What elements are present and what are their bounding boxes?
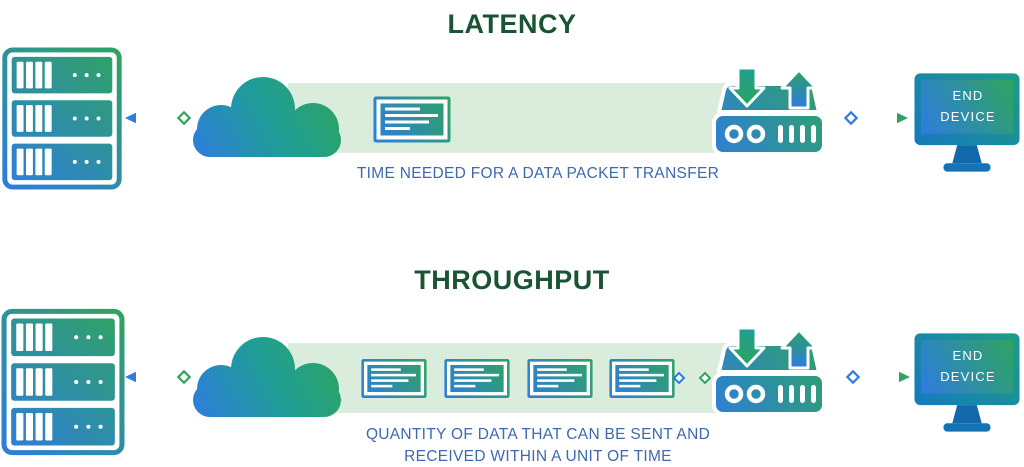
latency-title: LATENCY (447, 9, 577, 39)
router-icon (703, 323, 835, 420)
end-device-label: END DEVICE (940, 88, 996, 124)
throughput-caption-line-1: QUANTITY OF DATA THAT CAN BE SENT AND (365, 426, 711, 443)
server-rack-icon (1, 307, 125, 457)
router-icon (703, 63, 835, 160)
data-packet-icon (609, 355, 675, 402)
latency-caption: TIME NEEDED FOR A DATA PACKET TRANSFER (356, 165, 720, 182)
cloud-icon (183, 71, 346, 162)
data-packet-icon (527, 355, 593, 402)
dashed-arrow-right-icon (845, 369, 910, 385)
cloud-icon (183, 331, 346, 422)
server-rack-icon (1, 47, 123, 190)
throughput-title: THROUGHPUT (414, 265, 610, 295)
throughput-caption: QUANTITY OF DATA THAT CAN BE SENT AND RE… (288, 424, 788, 467)
dashed-arrow-left-icon (125, 369, 192, 385)
dashed-arrow-left-icon (125, 110, 192, 126)
latency-transfer-band (288, 83, 772, 153)
dashed-arrow-right-icon (843, 110, 908, 126)
data-packet-icon (361, 355, 427, 402)
end-device-label: END DEVICE (940, 348, 996, 384)
throughput-caption-line-2: RECEIVED WITHIN A UNIT OF TIME (404, 448, 672, 466)
packet-connector-icon (672, 371, 712, 385)
data-packet-icon (373, 96, 451, 143)
data-packet-icon (444, 355, 510, 402)
